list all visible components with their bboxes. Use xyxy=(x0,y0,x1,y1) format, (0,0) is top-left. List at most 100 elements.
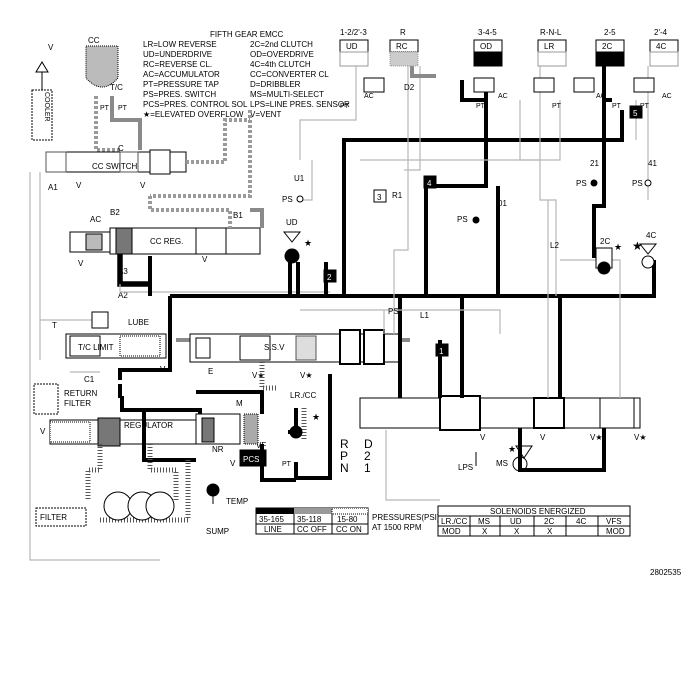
svg-text:1: 1 xyxy=(439,347,444,356)
lrcc-solenoid xyxy=(289,425,303,439)
lps-label: LPS xyxy=(458,463,473,472)
r1-label: R1 xyxy=(392,191,403,200)
pt-label: PT xyxy=(552,103,562,110)
legend-item: PT=PRESSURE TAP xyxy=(143,80,219,89)
u1-label: U1 xyxy=(294,174,305,183)
tc-limit-label: T/C LIMIT xyxy=(78,343,114,352)
ps-label: PS xyxy=(632,179,643,188)
pt-label: PT xyxy=(100,105,110,112)
filter xyxy=(35,507,87,527)
numbered-marker: 4 xyxy=(423,175,437,189)
clutch-4c: 2'-4 4C AC PT xyxy=(633,28,679,110)
solenoid-switch-valve-section: S.S.V E V★ V★ LR./CC ★ xyxy=(176,329,410,440)
ac-label: AC xyxy=(662,93,672,100)
solenoid-col: UD xyxy=(510,517,522,526)
o1-label: 01 xyxy=(498,199,507,208)
clutch-gear-label: R-N-L xyxy=(540,28,562,37)
star-label: ★ xyxy=(312,412,320,422)
legend-item: PS=PRES. SWITCH xyxy=(143,90,216,99)
clutch-name: RC xyxy=(396,42,408,51)
ac-label: AC xyxy=(364,93,374,100)
star-label: ★ xyxy=(614,242,622,252)
sump-label: SUMP xyxy=(206,527,229,536)
ps-switch xyxy=(644,179,652,187)
clutch-body xyxy=(649,51,679,67)
a3-label: A3 xyxy=(118,267,128,276)
clutch-gear-label: 1-2/2'-3 xyxy=(340,28,367,37)
solenoid-val: X xyxy=(547,527,553,536)
return-filter-label: FILTER xyxy=(64,399,91,408)
cc-reg-valve xyxy=(109,227,261,255)
manual-valve xyxy=(359,397,641,429)
vstar-label: V★ xyxy=(634,433,647,442)
cc-label: CC xyxy=(88,36,100,45)
clutch-od: 3-4-5 OD AC PT xyxy=(473,28,508,110)
l1-label: L1 xyxy=(420,311,429,320)
cooler-label: COOLER xyxy=(43,92,50,122)
v-label: V xyxy=(540,433,546,442)
legend-item: AC=ACCUMULATOR xyxy=(143,70,220,79)
ssv-label: S.S.V xyxy=(264,343,285,352)
ps-label: PS xyxy=(576,179,587,188)
swatch-cc-on xyxy=(331,507,369,515)
cc-regulator-section: AC B2 B1 CC REG. V V A3 A2 xyxy=(69,196,330,300)
c-label: C xyxy=(118,144,124,153)
clutch-gear-label: R xyxy=(400,28,406,37)
b1-label: B1 xyxy=(233,211,243,220)
clutch-2c: 2-5 2C AC PT xyxy=(573,28,625,110)
svg-text:4: 4 xyxy=(427,179,432,188)
nr-label: NR xyxy=(212,445,224,454)
solenoid-col: MS xyxy=(478,517,490,526)
clutch-body xyxy=(339,51,369,67)
b2-label: B2 xyxy=(110,208,120,217)
pt-label: PT xyxy=(612,103,622,110)
legend-item: PCS=PRES. CONTROL SOL xyxy=(143,100,248,109)
pt-label: PT xyxy=(476,103,486,110)
ps-switch xyxy=(472,216,480,224)
clutch-name: LR xyxy=(544,42,554,51)
solenoid-col: 2C xyxy=(544,517,554,526)
legend-item: RC=REVERSE CL. xyxy=(143,60,212,69)
tc-label: T/C xyxy=(110,83,123,92)
solenoid-col: VFS xyxy=(606,517,622,526)
pt-label: PT xyxy=(340,103,350,110)
legend-item: 4C=4th CLUTCH xyxy=(250,60,311,69)
return-filter-label: RETURN xyxy=(64,389,98,398)
pressure-range: 35-165 xyxy=(259,515,284,524)
clutch-body xyxy=(473,51,503,67)
pressure-subheading: AT 1500 RPM xyxy=(372,523,422,532)
pt-label: PT xyxy=(282,461,292,468)
numbered-marker: 5 xyxy=(629,105,643,119)
2c-label: 2C xyxy=(600,237,610,246)
clutch-row: 1-2/2'-3 UD AC PT R RC 3-4-5 OD AC PT R-… xyxy=(339,28,679,110)
pcs-solenoid xyxy=(239,449,267,467)
pt-label: PT xyxy=(118,105,128,112)
regulator-section: RETURN FILTER V REGULATOR FILTER M NR VF… xyxy=(33,383,296,536)
pressure-range: 15-80 xyxy=(337,515,358,524)
tc-limit-section: T LUBE T/C LIMIT V C1 xyxy=(40,311,167,384)
r1-ball xyxy=(373,189,387,203)
ps-label: PS xyxy=(388,307,399,316)
solenoid-table: SOLENOIDS ENERGIZED LR./CC MS UD 2C 4C V… xyxy=(437,505,631,537)
swatch-cc-off xyxy=(294,508,332,514)
ps-label: PS xyxy=(282,195,293,204)
vstar-label: V★ xyxy=(590,433,603,442)
solenoid-val: MOD xyxy=(606,527,625,536)
ac-label: AC xyxy=(596,93,606,100)
l2-label: L2 xyxy=(550,241,559,250)
v-label: V xyxy=(140,181,146,190)
legend-item: LPS=LINE PRES. SENSOR xyxy=(250,100,350,109)
torque-converter xyxy=(85,45,119,88)
v-label: V xyxy=(40,427,46,436)
pressure-name: LINE xyxy=(264,525,282,534)
svg-text:2: 2 xyxy=(327,273,332,282)
pt-label: PT xyxy=(640,103,650,110)
legend-item: LR=LOW REVERSE xyxy=(143,40,217,49)
numbered-marker: 1 xyxy=(435,343,449,357)
solenoid-col: 4C xyxy=(576,517,586,526)
clutch-name: 4C xyxy=(656,42,666,51)
vstar-label: V★ xyxy=(252,371,265,380)
t-label: T xyxy=(52,321,57,330)
vent-label: V xyxy=(48,43,54,52)
